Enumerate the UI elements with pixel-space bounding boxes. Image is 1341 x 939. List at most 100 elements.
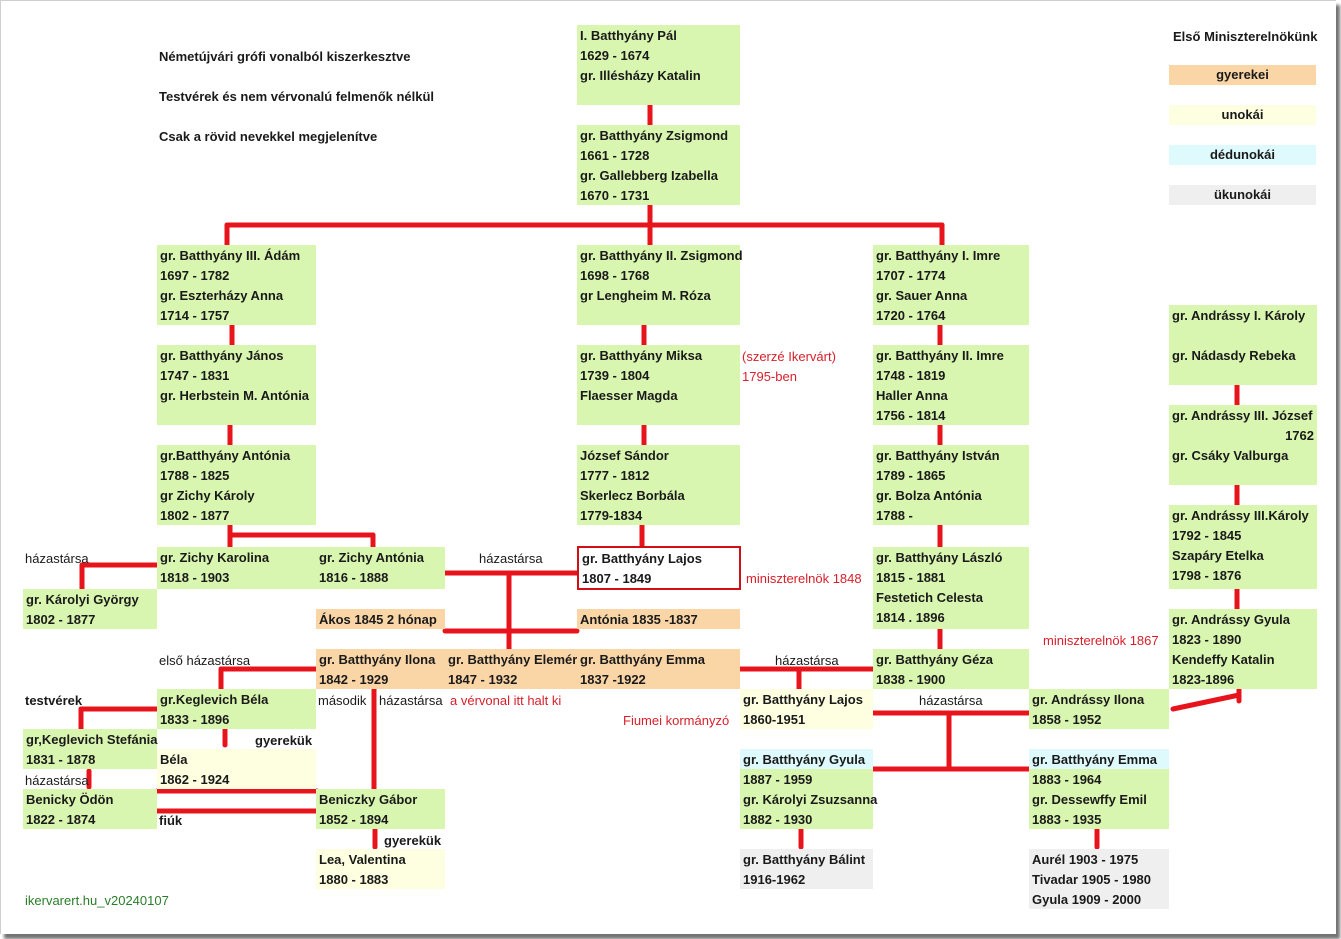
person-box: gr. Zichy Antónia 1816 - 1888 [316,547,445,589]
person-line: 1698 - 1768 [580,268,650,283]
person-line: gr. Batthyány Géza [876,652,994,667]
person-line: 1816 - 1888 [319,570,389,585]
label-their-child: gyerekük [255,733,313,748]
person-line: 1762 [1285,428,1314,443]
label-spouse: házastársa [25,551,89,566]
label-spouse: házastársa [479,551,543,566]
person-line: Benicky Ödön [26,792,114,807]
person-line: gr. Nádasdy Rebeka [1172,348,1296,363]
person-line: gr. Andrássy I. Károly [1172,308,1306,323]
person-line: 1860-1951 [743,712,806,727]
person-line: 1883 - 1935 [1032,812,1102,827]
person-line: gr Lengheim M. Róza [580,288,711,303]
person-line: 1822 - 1874 [26,812,96,827]
annotation-year: 1795-ben [742,369,797,384]
person-line: Haller Anna [876,388,948,403]
person-line: 1720 - 1764 [876,308,946,323]
person-box: Ákos 1845 2 hónap [316,609,445,629]
person-line: gr. Batthyány Miksa [580,348,703,363]
person-line: gr. Andrássy III.Károly [1172,508,1309,523]
person-line: 1777 - 1812 [580,468,650,483]
person-line: gr. Batthyány Elemér [448,652,578,667]
label-spouse: házastársa [919,693,983,708]
person-line: Kendeffy Katalin [1172,652,1275,667]
person-box: gr.Keglevich Béla 1833 - 1896 [157,689,316,729]
person-line: 1748 - 1819 [876,368,946,383]
legend-great-great-grandchildren: ükunokái [1169,185,1316,205]
person-line: 1798 - 1876 [1172,568,1242,583]
person-line: 1823 - 1890 [1172,632,1242,647]
annotation-prime-minister-1848: miniszterelnök 1848 [746,571,862,586]
person-line: 1883 - 1964 [1032,772,1102,787]
person-line: 1818 - 1903 [160,570,230,585]
person-line: gr. Illésházy Katalin [580,68,701,83]
person-line: 1838 - 1900 [876,672,946,687]
person-line: gr. Andrássy Gyula [1172,612,1291,627]
person-line: 1833 - 1896 [160,712,230,727]
person-line: Lea, Valentina [319,852,406,867]
person-line: Flaesser Magda [580,388,678,403]
person-line: gr Zichy Károly [160,488,255,503]
label-spouse: házastársa [379,693,443,708]
person-line: gr. Károlyi Zsuzsanna [743,792,878,807]
person-line: gr,Keglevich Stefánia [26,732,158,747]
person-line: gr. Andrássy Ilona [1032,692,1145,707]
person-line: 1852 - 1894 [319,812,389,827]
person-line: 1802 - 1877 [26,612,96,627]
person-line: gr. Bolza Antónia [876,488,982,503]
person-line: Béla [160,752,188,767]
person-line: Tivadar 1905 - 1980 [1032,872,1152,887]
note-1: Németújvári grófi vonalból kiszerkesztve [159,49,411,64]
legend-title: Első Miniszterelnökünk [1173,29,1318,44]
person-line: gr. Károlyi György [26,592,139,607]
legend-grandchildren: unokái [1169,105,1316,125]
person-line: gr. Batthyány I. Imre [876,248,1001,263]
person-line: 1747 - 1831 [160,368,230,383]
color-band [1029,749,1169,769]
person-line: 1815 - 1881 [876,570,946,585]
person-line: 1858 - 1952 [1032,712,1102,727]
label-their-son: fiúk [159,813,183,828]
person-line: 1814 . 1896 [876,610,945,625]
annotation-fiume-governor: Fiumei kormányzó [623,713,730,728]
person-line: gr. Eszterházy Anna [160,288,284,303]
person-line: gr. Zichy Antónia [319,550,424,565]
person-line: Antónia 1835 -1837 [580,612,698,627]
person-line: 1707 - 1774 [876,268,946,283]
person-line: 1788 - 1825 [160,468,230,483]
person-line: 1670 - 1731 [580,188,650,203]
person-line: 1882 - 1930 [743,812,813,827]
note-2: Testvérek és nem vérvonalú felmenők nélk… [159,89,435,104]
person-line: 1756 - 1814 [876,408,946,423]
person-line: 1629 - 1674 [580,48,650,63]
person-line: 1788 - [876,508,913,523]
person-box: Benicky Ödön 1822 - 1874 [23,789,157,829]
person-box: Antónia 1835 -1837 [577,609,740,629]
color-band [1029,769,1169,829]
person-line: I. Batthyány Pál [580,28,677,43]
person-line: gr. Batthyány Zsigmond [580,128,729,143]
person-line: Ákos 1845 2 hónap [319,612,437,627]
label-spouse: házastársa [775,653,839,668]
person-box: gr. Andrássy Ilona 1858 - 1952 [1029,689,1169,729]
person-box: gr. Károlyi György 1802 - 1877 [23,589,157,629]
person-line: gr.Keglevich Béla [160,692,269,707]
